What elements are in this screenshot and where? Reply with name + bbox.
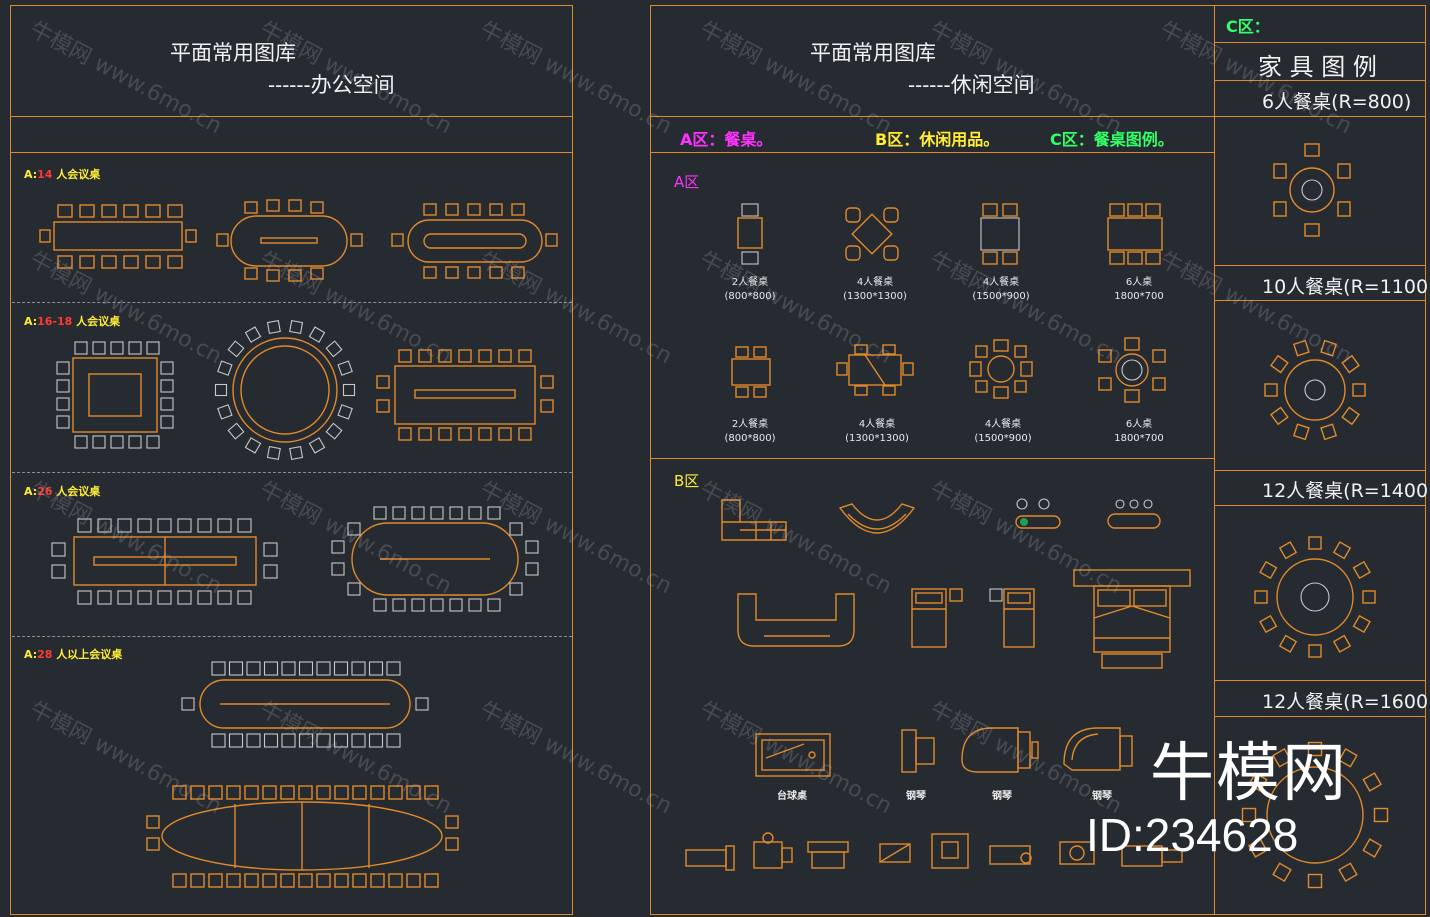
- billiard-table: [755, 733, 831, 777]
- corner-sofa: [721, 499, 787, 541]
- caption-piano-3: 钢琴: [1092, 791, 1112, 802]
- round-table-6: [1273, 143, 1351, 237]
- curved-sofa: [838, 503, 916, 534]
- zone-b-label: B区: [674, 472, 700, 490]
- dining-table-2-seat: [737, 203, 763, 265]
- legend-panel: [1214, 5, 1426, 915]
- conference-table-18-rect: [376, 349, 554, 441]
- section-label-26: A:26 人会议桌: [24, 485, 101, 498]
- legend-item-3: 12人餐桌(R=1400): [1262, 480, 1430, 502]
- section-divider-3: [12, 636, 572, 637]
- legend-divider-4: [1214, 265, 1426, 266]
- caption-piano-1: 钢琴: [906, 791, 926, 802]
- legend-title: 家 具 图 例: [1258, 53, 1377, 81]
- conference-table-30-ellipse: [146, 785, 459, 888]
- round-table-12-large: [1241, 741, 1389, 889]
- legend-zone-label: C区：: [1226, 17, 1270, 36]
- upright-piano: [901, 729, 935, 773]
- chaise-lounge-set: [1107, 499, 1161, 529]
- dining-table-6-seat: [1107, 203, 1163, 265]
- leisure-title: 平面常用图库: [810, 41, 936, 65]
- caption-piano-2: 钢琴: [992, 791, 1012, 802]
- u-shaped-sofa: [737, 593, 855, 647]
- zone-a-tab[interactable]: A区：餐桌。: [680, 130, 773, 149]
- legend-item-2: 10人餐桌(R=1100): [1262, 276, 1430, 298]
- single-bed: [911, 588, 963, 648]
- conference-table-14-oval: [216, 199, 363, 282]
- zone-a-divider: [650, 458, 1215, 459]
- brand-logo-text: 牛模网: [1150, 737, 1348, 809]
- zone-c-tab[interactable]: C区：餐桌图例。: [1050, 130, 1174, 149]
- conference-table-14-capsule: [391, 203, 558, 279]
- dining-table-2-seat-alt: [731, 346, 771, 398]
- row2-caption-1: 2人餐桌(800*800): [724, 419, 776, 444]
- section-label-28plus: A:28 人以上会议桌: [24, 648, 123, 661]
- legend-item-4: 12人餐桌(R=1600): [1262, 691, 1430, 713]
- legend-divider-7: [1214, 505, 1426, 506]
- section-label-14: A:14 人会议桌: [24, 168, 101, 181]
- row1-caption-2: 4人餐桌(1300*1300): [843, 277, 907, 302]
- single-bed-2: [989, 588, 1035, 648]
- legend-divider-5: [1214, 300, 1426, 301]
- section-label-16-18: A:16-18 人会议桌: [24, 315, 121, 328]
- row1-caption-1: 2人餐桌(800*800): [724, 277, 776, 302]
- conference-table-28-capsule: [181, 661, 429, 748]
- office-header-divider-2: [10, 152, 573, 153]
- dining-table-4-seat-alt: [836, 344, 914, 396]
- row1-caption-3: 4人餐桌(1500*900): [972, 277, 1030, 302]
- dining-table-round-4: [969, 339, 1033, 399]
- dining-table-4-seat-rect: [980, 203, 1020, 265]
- office-header-divider: [10, 116, 573, 117]
- dining-table-4-seat-square: [845, 207, 899, 261]
- office-subtitle: ------办公空间: [268, 73, 395, 97]
- leisure-subtitle: ------休闲空间: [908, 73, 1035, 97]
- zone-a-label: A区: [674, 173, 700, 191]
- conference-table-26-oval: [331, 506, 539, 612]
- conference-table-16-round: [214, 319, 356, 461]
- legend-divider-6: [1214, 470, 1426, 471]
- caption-billiard: 台球桌: [777, 791, 807, 802]
- grand-piano: [961, 727, 1039, 773]
- leisure-tab-divider: [650, 152, 1215, 153]
- equipment-row: [685, 832, 1183, 871]
- conference-table-16-square: [56, 341, 174, 449]
- leisure-header-divider: [650, 116, 1215, 117]
- row2-caption-2: 4人餐桌(1300*1300): [845, 419, 909, 444]
- legend-divider-3: [1214, 116, 1426, 117]
- legend-divider-1: [1214, 42, 1426, 43]
- double-bed: [1073, 569, 1191, 669]
- brand-id-text: ID:234628: [1086, 809, 1299, 861]
- round-table-12: [1254, 536, 1376, 658]
- dining-table-round-6: [1098, 337, 1166, 403]
- section-divider-1: [12, 302, 572, 303]
- conference-table-26-rect: [51, 518, 278, 605]
- office-title: 平面常用图库: [170, 41, 296, 65]
- lounge-chairs-set: [1015, 498, 1061, 529]
- legend-divider-9: [1214, 716, 1426, 717]
- round-table-10: [1264, 339, 1366, 441]
- office-panel: [10, 5, 573, 915]
- legend-divider-2: [1214, 80, 1426, 81]
- legend-divider-8: [1214, 680, 1426, 681]
- section-divider-2: [12, 472, 572, 473]
- conference-table-14-rect: [39, 204, 197, 269]
- grand-piano-2: [1063, 727, 1133, 771]
- row2-caption-3: 4人餐桌(1500*900): [974, 419, 1032, 444]
- legend-item-1: 6人餐桌(R=800): [1262, 91, 1412, 113]
- zone-b-tab[interactable]: B区：休闲用品。: [875, 130, 1000, 149]
